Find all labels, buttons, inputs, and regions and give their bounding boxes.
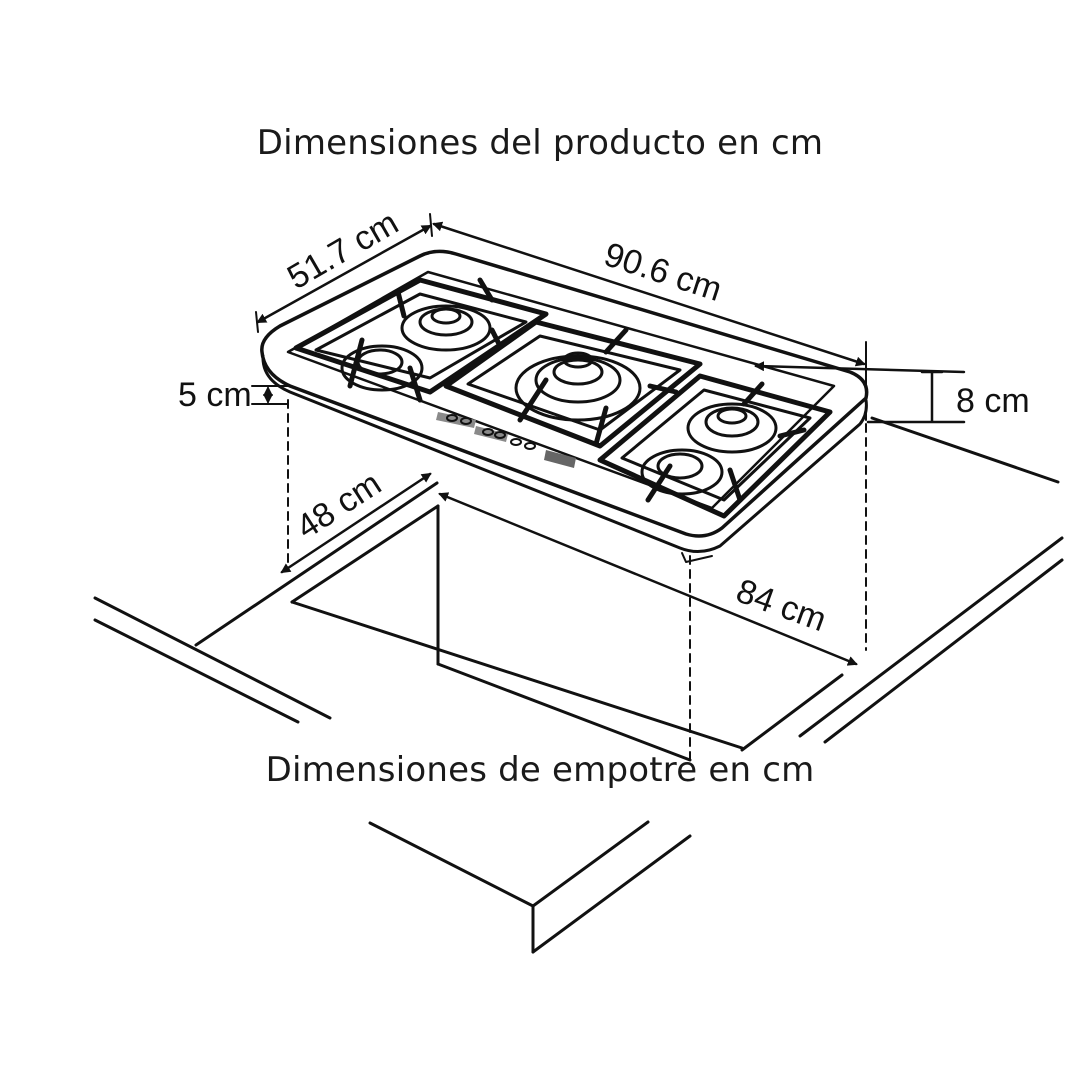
burner-rear-right (686, 402, 778, 454)
cutout-opening (290, 504, 744, 762)
burner-front-left (340, 344, 424, 392)
thickness-label: 5 cm (178, 376, 252, 414)
burner-rear-left (400, 304, 492, 352)
burner-center-wok (514, 351, 642, 422)
control-panel (436, 412, 576, 468)
cutout-dimensions-caption: Dimensiones de empotre en cm (265, 750, 815, 790)
dimension-lines (251, 213, 966, 761)
grate-right (597, 373, 833, 519)
product-dimensions-caption: Dimensiones del producto en cm (256, 123, 824, 163)
cutout-width-label: 84 cm (731, 572, 831, 639)
countertop (93, 416, 1064, 954)
height-label: 8 cm (956, 382, 1030, 420)
